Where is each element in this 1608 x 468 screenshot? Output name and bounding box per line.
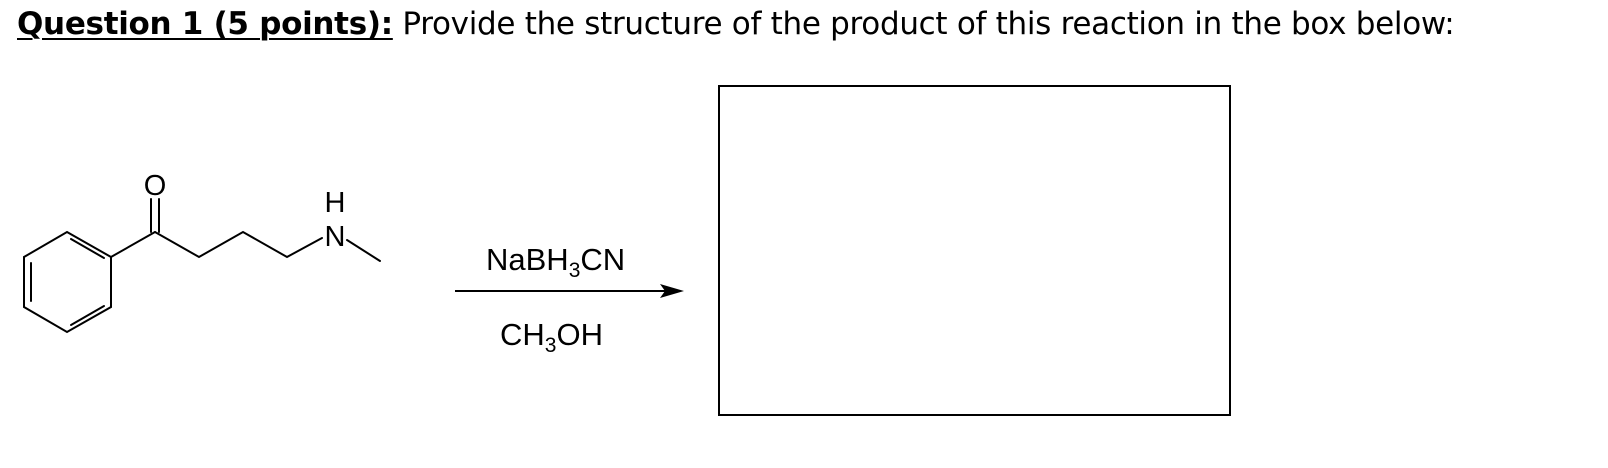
reagent-bottom-prefix: CH bbox=[500, 317, 545, 352]
reagent-bottom-suffix: OH bbox=[556, 317, 603, 352]
question-heading: Question 1 (5 points): Provide the struc… bbox=[17, 2, 1455, 46]
reagent-bottom-subscript: 3 bbox=[544, 334, 557, 357]
atom-oxygen: O bbox=[144, 170, 167, 202]
reactant-structure: O H N bbox=[23, 170, 684, 334]
question-text: Provide the structure of the product of … bbox=[392, 6, 1455, 42]
reagent-nabh3cn: NaBH3CN bbox=[486, 242, 626, 282]
reaction-arrow bbox=[455, 284, 684, 298]
reagent-ch3oh: CH3OH bbox=[500, 317, 603, 357]
question-label: Question 1 (5 points): bbox=[17, 6, 393, 42]
reagent-top-suffix: CN bbox=[580, 242, 626, 277]
bond-ring-carbonyl bbox=[110, 231, 156, 258]
bond-n-methyl bbox=[346, 239, 381, 262]
atom-hydrogen: H bbox=[325, 187, 346, 219]
alkyl-chain bbox=[154, 230, 323, 259]
atom-nitrogen: N bbox=[325, 221, 346, 253]
benzene-ring bbox=[23, 230, 112, 334]
ring-double-bond-3 bbox=[70, 305, 105, 326]
reagent-top-prefix: NaBH bbox=[486, 242, 569, 277]
reagent-top-subscript: 3 bbox=[568, 259, 581, 282]
ring-double-bond-2 bbox=[70, 238, 105, 259]
answer-box[interactable] bbox=[718, 85, 1231, 416]
